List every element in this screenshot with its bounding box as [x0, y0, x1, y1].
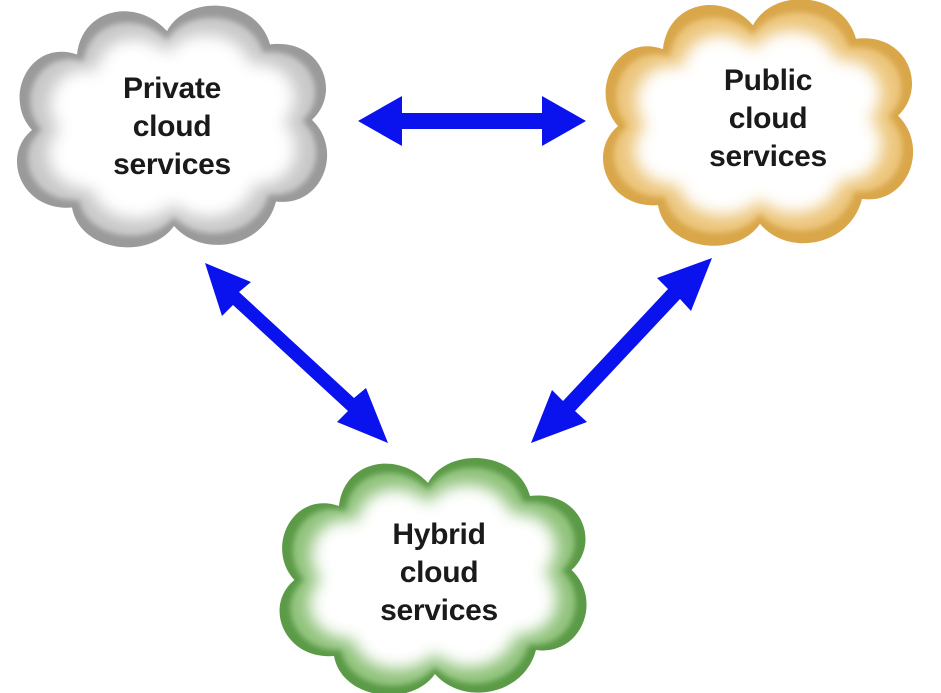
private-cloud-label-line2: cloud — [133, 110, 212, 143]
private-cloud-node: Private cloud services — [17, 5, 328, 248]
double-arrow-public-hybrid — [531, 258, 712, 443]
public-cloud-label-line3: services — [709, 140, 827, 173]
public-cloud-label-line2: cloud — [729, 102, 808, 135]
hybrid-cloud-label-line1: Hybrid — [392, 518, 485, 551]
double-arrow-private-hybrid — [205, 263, 388, 443]
edge-private-hybrid — [205, 263, 388, 443]
private-cloud-label-line1: Private — [123, 72, 221, 105]
hybrid-cloud-label-line3: services — [380, 594, 498, 627]
double-arrow-private-public — [358, 96, 586, 146]
hybrid-cloud-label-line2: cloud — [400, 556, 479, 589]
public-cloud-label-line1: Public — [724, 64, 812, 97]
public-cloud-node: Public cloud services — [603, 0, 914, 246]
edge-public-hybrid — [531, 258, 712, 443]
private-cloud-label-line3: services — [113, 148, 231, 181]
edge-private-public — [358, 96, 586, 146]
hybrid-cloud-node: Hybrid cloud services — [279, 458, 587, 693]
